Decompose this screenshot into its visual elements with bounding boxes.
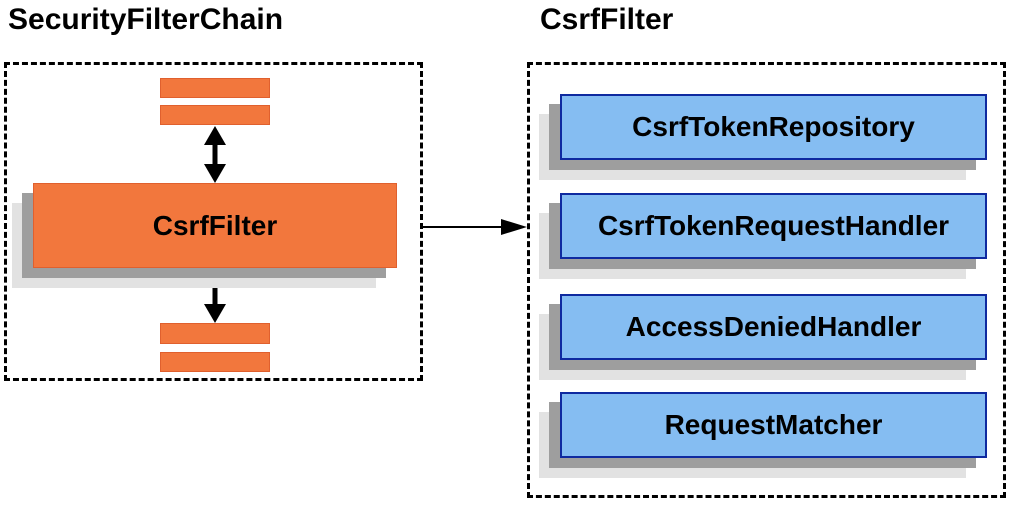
csrf-filter-boundary	[527, 62, 1006, 498]
filter-placeholder-bar	[160, 352, 270, 372]
security-filter-chain-boundary	[4, 62, 423, 381]
component-box-csrf-token-repository: CsrfTokenRepository	[539, 94, 987, 180]
component-box: CsrfTokenRequestHandler	[560, 193, 987, 259]
component-box-csrf-token-request-handler: CsrfTokenRequestHandler	[539, 193, 987, 279]
csrf-filter-to-components-arrow	[423, 219, 527, 235]
csrf-filter-box-label: CsrfFilter	[152, 209, 278, 241]
filter-placeholder-bar	[160, 323, 270, 344]
csrf-filter-box-group: CsrfFilter	[12, 183, 397, 288]
component-box-access-denied-handler: AccessDeniedHandler	[539, 294, 987, 380]
filter-placeholder-bar	[160, 105, 270, 125]
csrf-filter-panel-title: CsrfFilter	[540, 3, 674, 36]
bidirectional-arrow-top	[204, 126, 226, 183]
component-box: AccessDeniedHandler	[560, 294, 987, 360]
component-label: RequestMatcher	[664, 409, 883, 440]
component-label: CsrfTokenRepository	[632, 111, 915, 142]
component-box-request-matcher: RequestMatcher	[539, 392, 987, 478]
csrf-filter-box: CsrfFilter	[33, 183, 397, 268]
component-box: RequestMatcher	[560, 392, 987, 458]
component-label: AccessDeniedHandler	[625, 311, 922, 342]
filter-placeholder-bar	[160, 78, 270, 98]
security-filter-chain-title: SecurityFilterChain	[8, 3, 284, 36]
component-label: CsrfTokenRequestHandler	[597, 210, 950, 241]
component-box: CsrfTokenRepository	[560, 94, 987, 160]
